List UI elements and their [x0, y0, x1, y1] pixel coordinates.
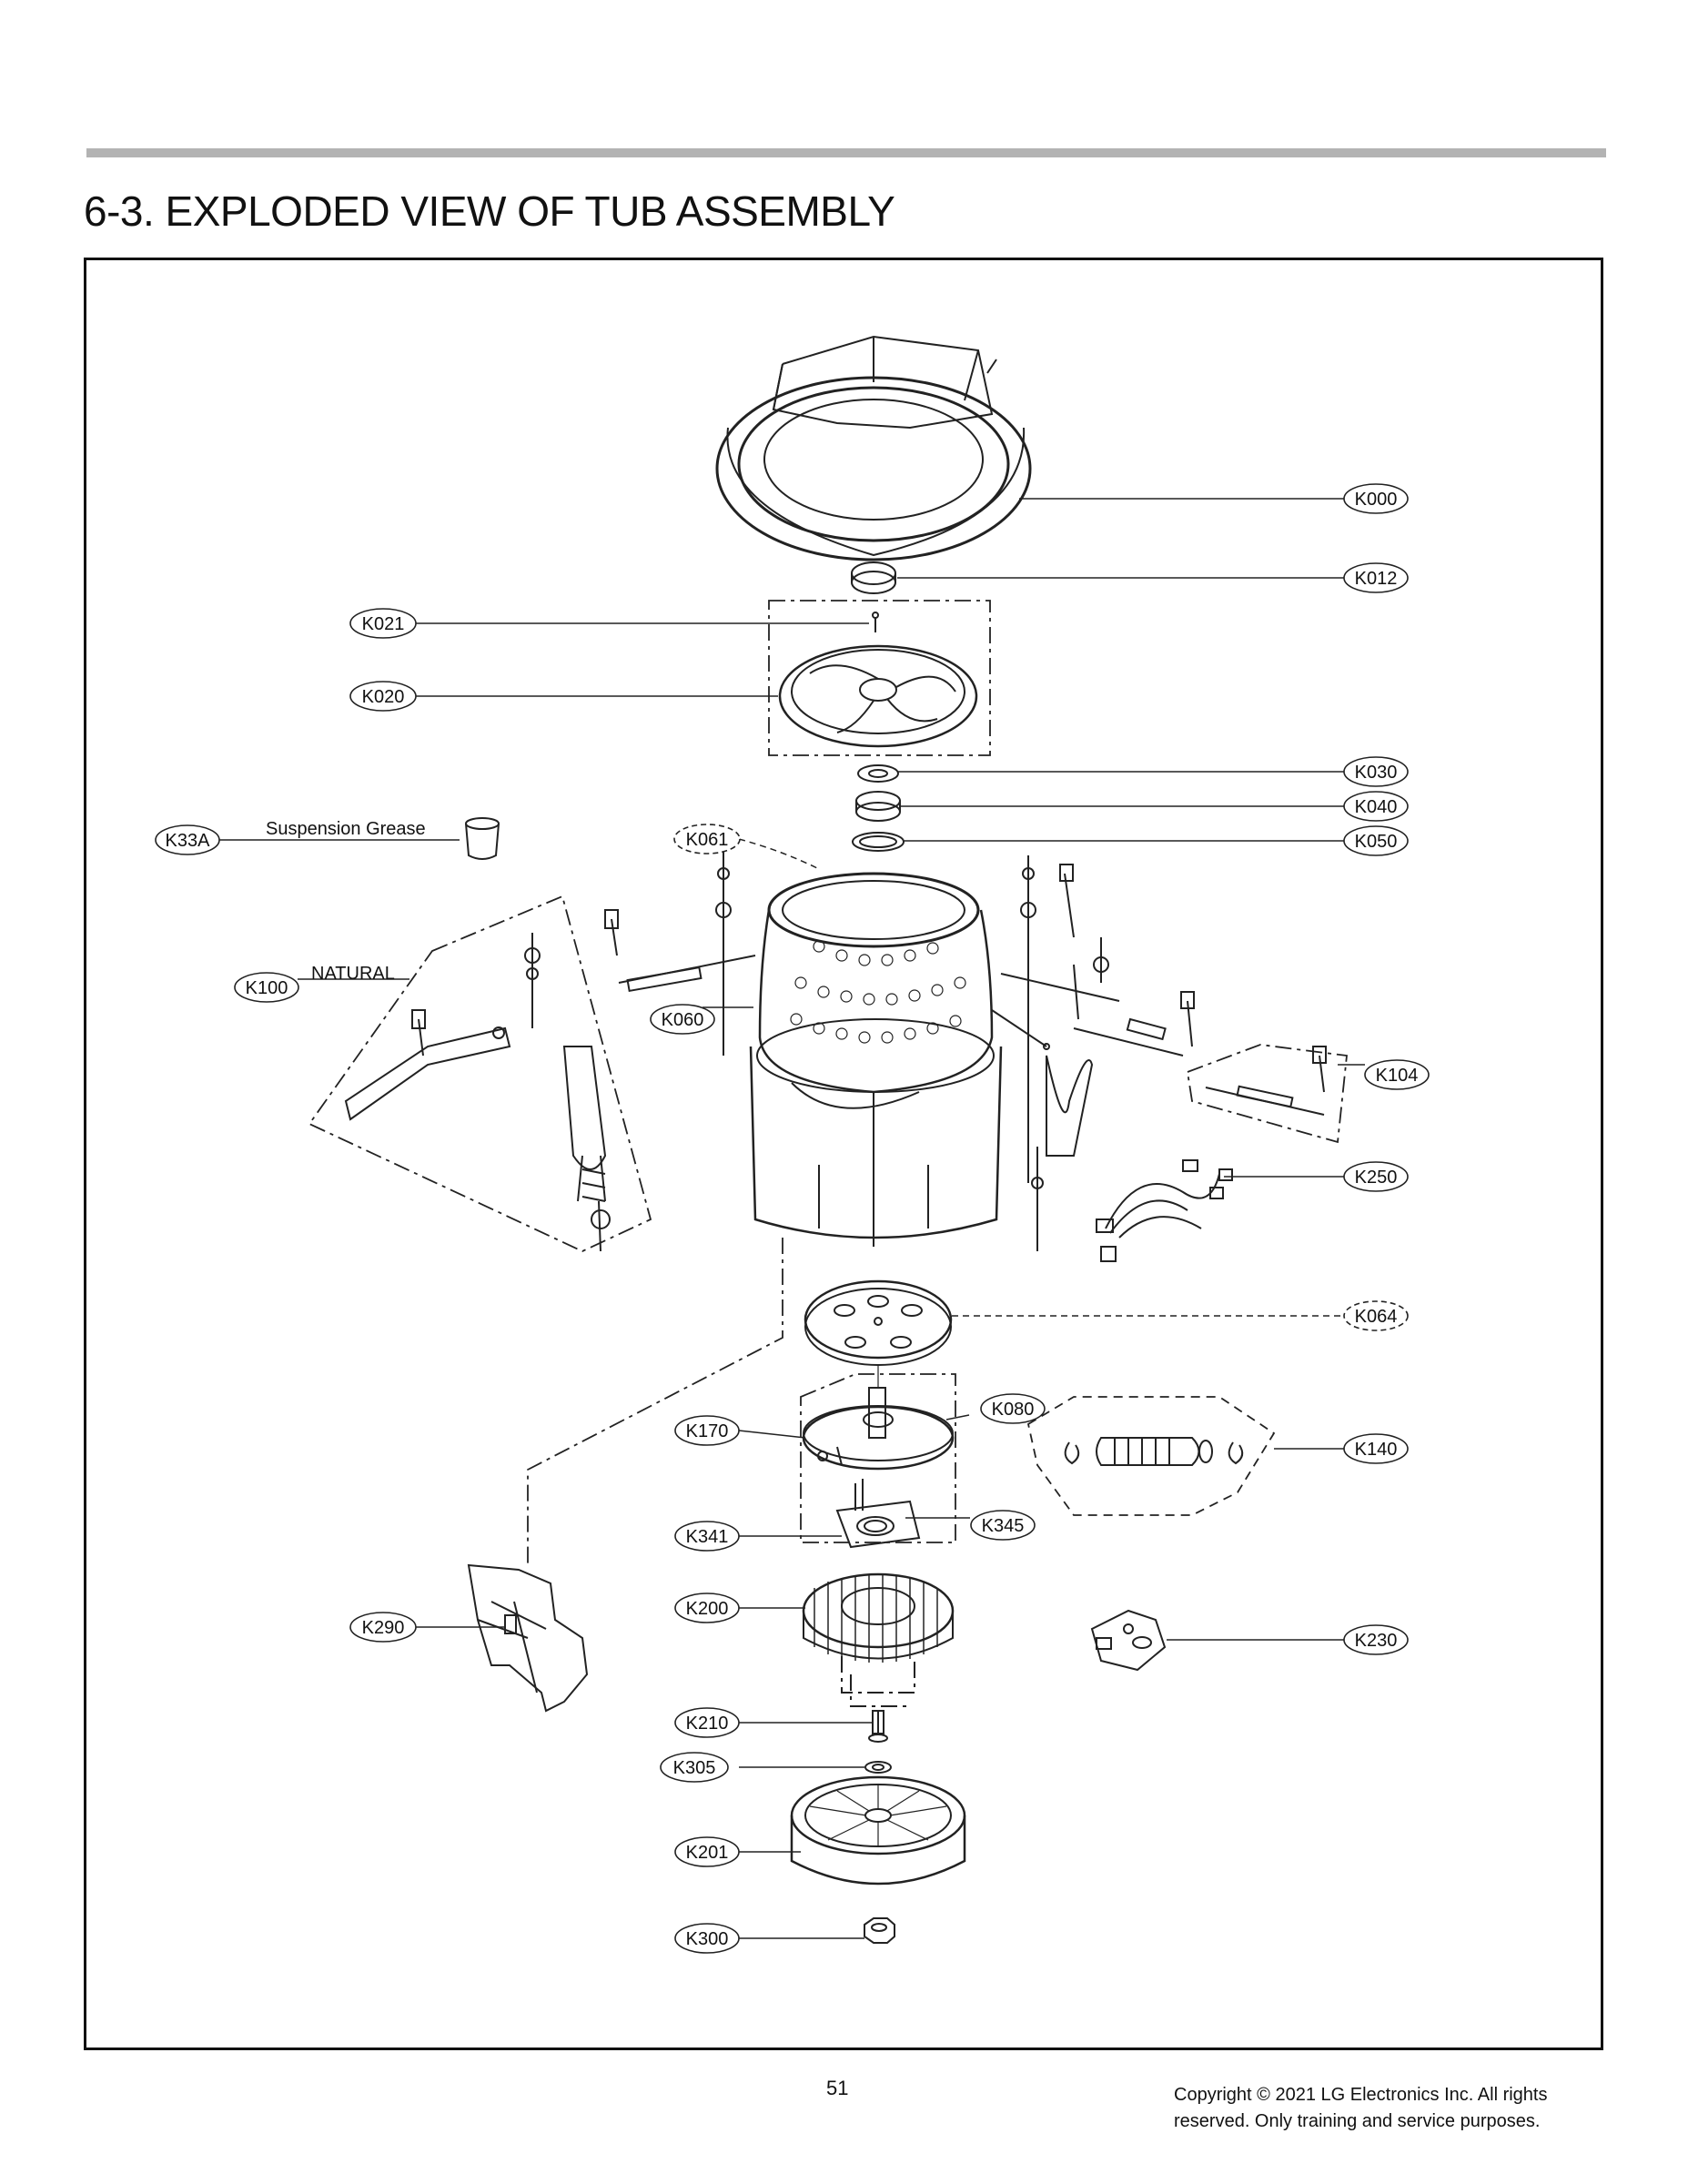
drain-pump-part	[1090, 1609, 1167, 1672]
suspension-grease-note: Suspension Grease	[266, 819, 426, 839]
svg-text:K030: K030	[1355, 763, 1398, 783]
pulsator-part	[778, 612, 978, 748]
page-title: 6-3. EXPLODED VIEW OF TUB ASSEMBLY	[84, 187, 895, 235]
nut-part	[864, 1917, 895, 1944]
drain-hose-part	[1064, 1437, 1244, 1466]
svg-text:K201: K201	[686, 1843, 729, 1863]
disk-part	[804, 1279, 953, 1366]
callout-k170: K170	[674, 1415, 740, 1446]
svg-text:K061: K061	[686, 830, 729, 850]
callout-k210: K210	[674, 1707, 740, 1738]
svg-text:K305: K305	[673, 1758, 716, 1778]
callout-k000: K000	[1343, 483, 1409, 514]
svg-text:K064: K064	[1355, 1307, 1398, 1327]
bolt-part	[868, 1710, 888, 1743]
copyright-notice: Copyright © 2021 LG Electronics Inc. All…	[1174, 2082, 1629, 2135]
bracket-part	[467, 1563, 589, 1713]
natural-note: NATURAL	[311, 964, 395, 984]
callout-k305: K305	[660, 1752, 729, 1783]
tub-drum-part	[749, 872, 1003, 1247]
washer-part	[864, 1761, 892, 1774]
svg-text:K341: K341	[686, 1527, 729, 1547]
callout-k33a: K33A	[155, 824, 220, 855]
svg-text:K290: K290	[362, 1618, 405, 1638]
page-number: 51	[826, 2077, 849, 2099]
svg-text:K100: K100	[246, 978, 288, 998]
callout-k060: K060	[650, 1004, 715, 1035]
diagram-frame	[84, 258, 1603, 2050]
suspension-rods-left	[604, 846, 756, 1056]
svg-text:K080: K080	[992, 1400, 1035, 1420]
svg-text:K170: K170	[686, 1421, 729, 1441]
rotor-part	[790, 1775, 966, 1886]
callout-k200: K200	[674, 1592, 740, 1623]
callout-k230: K230	[1343, 1624, 1409, 1655]
svg-text:K021: K021	[362, 614, 405, 634]
suspension-rods-right	[991, 855, 1195, 1251]
damper-assembly-left	[344, 933, 611, 1252]
callout-k104: K104	[1364, 1059, 1430, 1090]
clutch-part	[802, 1387, 955, 1471]
callout-k300: K300	[674, 1923, 740, 1954]
callout-k012: K012	[1343, 562, 1409, 593]
washers-part	[852, 764, 905, 852]
callout-k020: K020	[349, 681, 417, 712]
svg-text:K104: K104	[1376, 1066, 1419, 1086]
callout-k050: K050	[1343, 825, 1409, 856]
callout-k250: K250	[1343, 1161, 1409, 1192]
grease-cup-part	[465, 817, 500, 860]
svg-text:K250: K250	[1355, 1168, 1398, 1188]
callout-k100: K100	[234, 972, 299, 1003]
svg-text:K000: K000	[1355, 490, 1398, 510]
wire-harness-part	[1096, 1159, 1233, 1262]
callout-k345: K345	[970, 1510, 1036, 1541]
callout-k061: K061	[673, 824, 741, 854]
svg-text:K345: K345	[982, 1516, 1025, 1536]
svg-text:K040: K040	[1355, 797, 1398, 817]
callout-k080: K080	[980, 1393, 1046, 1424]
bearing-housing-part	[835, 1479, 921, 1549]
callout-k201: K201	[674, 1836, 740, 1867]
svg-text:K012: K012	[1355, 569, 1398, 589]
svg-text:K33A: K33A	[166, 831, 211, 851]
svg-text:K050: K050	[1355, 832, 1398, 852]
stator-part	[802, 1572, 955, 1707]
svg-text:K060: K060	[662, 1010, 704, 1030]
svg-text:K200: K200	[686, 1599, 729, 1619]
copyright-line-2: reserved. Only training and service purp…	[1174, 2111, 1541, 2131]
callout-k030: K030	[1343, 756, 1409, 787]
callout-k021: K021	[349, 608, 417, 639]
svg-text:K140: K140	[1355, 1440, 1398, 1460]
callout-k140: K140	[1343, 1433, 1409, 1464]
svg-text:K300: K300	[686, 1929, 729, 1949]
callout-k290: K290	[349, 1612, 417, 1643]
callout-k341: K341	[674, 1521, 740, 1552]
svg-text:K020: K020	[362, 687, 405, 707]
callout-k064: K064	[1343, 1300, 1409, 1331]
header-rule	[86, 148, 1606, 157]
cap-part	[851, 561, 896, 594]
callout-k040: K040	[1343, 791, 1409, 822]
svg-text:K210: K210	[686, 1714, 729, 1734]
svg-text:K230: K230	[1355, 1631, 1398, 1651]
tub-cover-part	[715, 335, 1032, 561]
damper-rod-right	[1205, 1046, 1327, 1116]
copyright-line-1: Copyright © 2021 LG Electronics Inc. All…	[1174, 2085, 1548, 2105]
